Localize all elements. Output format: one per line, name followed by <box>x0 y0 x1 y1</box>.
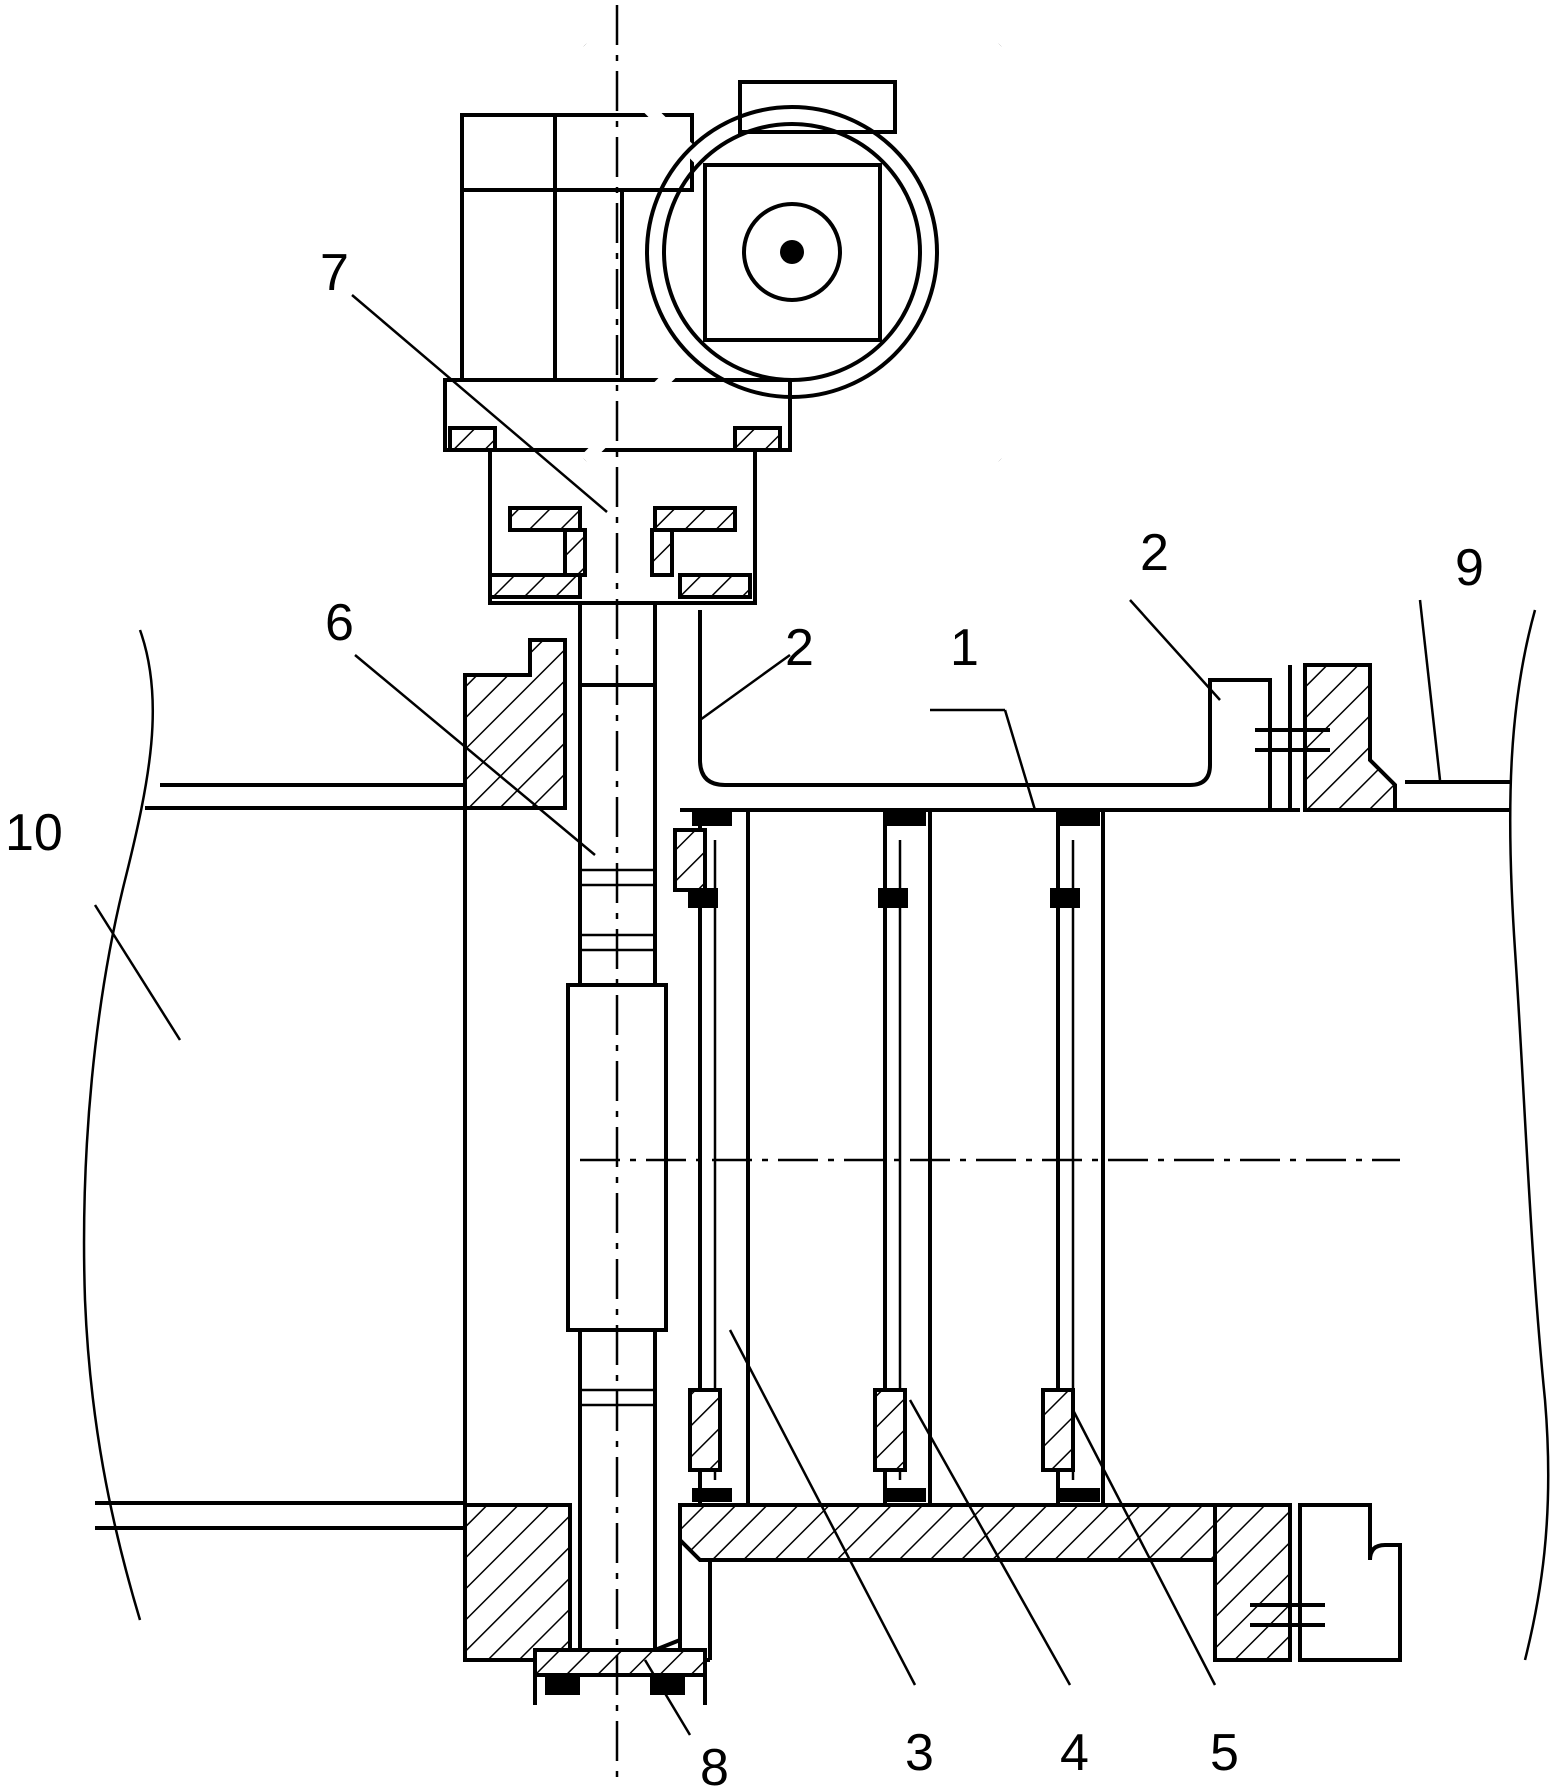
right-pipe <box>1380 609 1550 1661</box>
label-8: 8 <box>700 1739 729 1791</box>
label-3: 3 <box>905 1724 934 1782</box>
leader-lines <box>93 294 1442 1736</box>
valve-body <box>463 610 1510 1662</box>
label-2-upper: 2 <box>1140 524 1169 582</box>
disc-5 <box>1041 808 1105 1507</box>
gearbox <box>460 80 897 382</box>
label-7: 7 <box>320 244 349 302</box>
disc-4 <box>873 808 932 1507</box>
label-6: 6 <box>325 594 354 652</box>
part-labels: 7 6 2 1 2 9 10 3 4 5 8 <box>5 244 1484 1791</box>
bonnet <box>443 378 792 605</box>
label-5: 5 <box>1210 1724 1239 1782</box>
handwheel <box>580 40 1005 465</box>
label-9: 9 <box>1455 539 1484 597</box>
disc-3 <box>673 808 750 1507</box>
left-pipe <box>82 629 465 1621</box>
bottom-cap <box>533 1648 707 1705</box>
label-4: 4 <box>1060 1724 1089 1782</box>
label-1: 1 <box>950 619 979 677</box>
label-10: 10 <box>5 804 63 862</box>
label-2-lower: 2 <box>785 619 814 677</box>
